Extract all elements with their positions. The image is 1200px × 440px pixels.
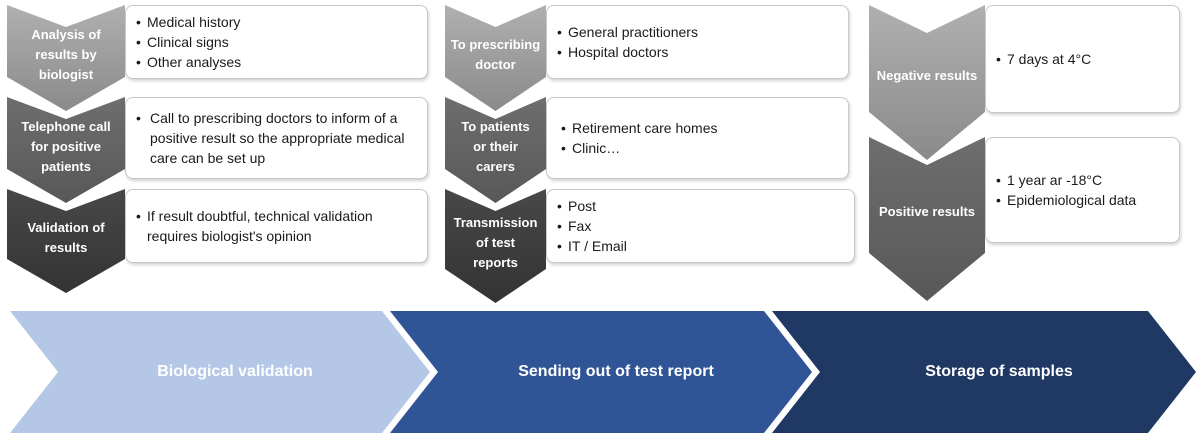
step-chevron-prescribing-doctor: To prescribing doctor xyxy=(445,5,546,111)
step-chevron-validation: Validation of results xyxy=(7,189,125,293)
bullet-item: Medical history xyxy=(136,12,417,32)
bullet-item: 1 year ar -18°C xyxy=(996,170,1169,190)
step-chevron-analysis: Analysis of results by biologist xyxy=(7,5,125,111)
bullet-item: Call to prescribing doctors to inform of… xyxy=(136,108,417,168)
bullet-item: Fax xyxy=(557,216,844,236)
step-detail-box: If result doubtful, technical validation… xyxy=(125,189,428,263)
bullet-item: General practitioners xyxy=(557,22,838,42)
phase-arrow-biological-validation: Biological validation xyxy=(10,311,430,433)
phase-arrow-storage: Storage of samples xyxy=(772,311,1196,433)
bullet-item: 7 days at 4°C xyxy=(996,49,1169,69)
step-detail-box: Retirement care homes Clinic… xyxy=(546,97,849,179)
bullet-item: Epidemiological data xyxy=(996,190,1169,210)
bullet-item: Clinic… xyxy=(561,138,838,158)
bullet-item: Clinical signs xyxy=(136,32,417,52)
phase-arrow-sending-report: Sending out of test report xyxy=(390,311,812,433)
step-detail-box: Call to prescribing doctors to inform of… xyxy=(125,97,428,179)
bullet-item: If result doubtful, technical validation… xyxy=(136,206,417,246)
bullet-item: Hospital doctors xyxy=(557,42,838,62)
step-detail-box: 7 days at 4°C xyxy=(985,5,1180,113)
step-detail-box: General practitioners Hospital doctors xyxy=(546,5,849,79)
step-chevron-positive-results: Positive results xyxy=(869,137,985,301)
step-detail-box: Medical history Clinical signs Other ana… xyxy=(125,5,428,79)
step-detail-box: 1 year ar -18°C Epidemiological data xyxy=(985,137,1180,243)
phase-label: Storage of samples xyxy=(925,363,1073,380)
step-chevron-negative-results: Negative results xyxy=(869,5,985,160)
step-chevron-patients-carers: To patients or their carers xyxy=(445,97,546,203)
step-detail-box: Post Fax IT / Email xyxy=(546,189,855,263)
step-chevron-telephone-call: Telephone call for positive patients xyxy=(7,97,125,203)
phase-label: Sending out of test report xyxy=(518,363,714,380)
bullet-item: Post xyxy=(557,196,844,216)
phase-label: Biological validation xyxy=(157,363,313,380)
bullet-item: IT / Email xyxy=(557,236,844,256)
bullet-item: Retirement care homes xyxy=(561,118,838,138)
step-chevron-transmission: Transmission of test reports xyxy=(445,189,546,303)
bullet-item: Other analyses xyxy=(136,52,417,72)
